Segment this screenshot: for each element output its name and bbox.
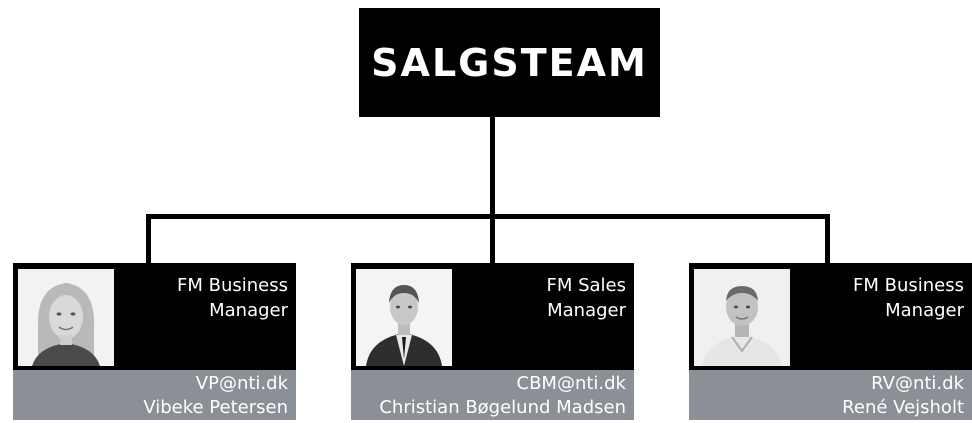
member-role-line2: Manager <box>547 300 626 321</box>
member-email[interactable]: VP@nti.dk <box>195 373 288 394</box>
member-card-footer: VP@nti.dk Vibeke Petersen <box>13 370 296 420</box>
member-card-christian-bogelund-madsen: FM Sales Manager CBM@nti.dk Christian Bø… <box>351 263 634 420</box>
member-card-header: FM Sales Manager <box>351 263 634 370</box>
member-card-header: FM Business Manager <box>689 263 972 370</box>
member-card-vibeke-petersen: FM Business Manager VP@nti.dk Vibeke Pet… <box>13 263 296 420</box>
man-portrait-suit-icon <box>356 269 452 366</box>
member-photo <box>356 269 452 366</box>
connector-vertical-root <box>490 117 495 217</box>
member-name: Christian Bøgelund Madsen <box>379 397 626 418</box>
member-role-line1: FM Sales <box>546 275 626 296</box>
member-photo <box>18 269 114 366</box>
member-photo <box>694 269 790 366</box>
member-role-line2: Manager <box>885 300 964 321</box>
connector-horizontal <box>146 214 830 219</box>
org-chart-title: SALGSTEAM <box>371 40 648 85</box>
member-card-header: FM Business Manager <box>13 263 296 370</box>
member-role-line1: FM Business <box>853 275 964 296</box>
member-card-footer: RV@nti.dk René Vejsholt <box>689 370 972 420</box>
connector-drop-right <box>825 214 830 263</box>
member-email[interactable]: CBM@nti.dk <box>516 373 627 394</box>
member-name: Vibeke Petersen <box>143 397 288 418</box>
connector-drop-left <box>146 214 151 263</box>
member-email[interactable]: RV@nti.dk <box>871 373 964 394</box>
woman-portrait-icon <box>18 269 114 366</box>
member-card-footer: CBM@nti.dk Christian Bøgelund Madsen <box>351 370 634 420</box>
member-card-rene-vejsholt: FM Business Manager RV@nti.dk René Vejsh… <box>689 263 972 420</box>
member-role-line1: FM Business <box>177 275 288 296</box>
member-name: René Vejsholt <box>842 397 964 418</box>
member-role: FM Business Manager <box>177 273 288 323</box>
member-role: FM Sales Manager <box>546 273 626 323</box>
connector-drop-middle <box>490 214 495 263</box>
member-role-line2: Manager <box>209 300 288 321</box>
man-portrait-shirt-icon <box>694 269 790 366</box>
member-role: FM Business Manager <box>853 273 964 323</box>
org-chart-root-box: SALGSTEAM <box>359 8 660 117</box>
